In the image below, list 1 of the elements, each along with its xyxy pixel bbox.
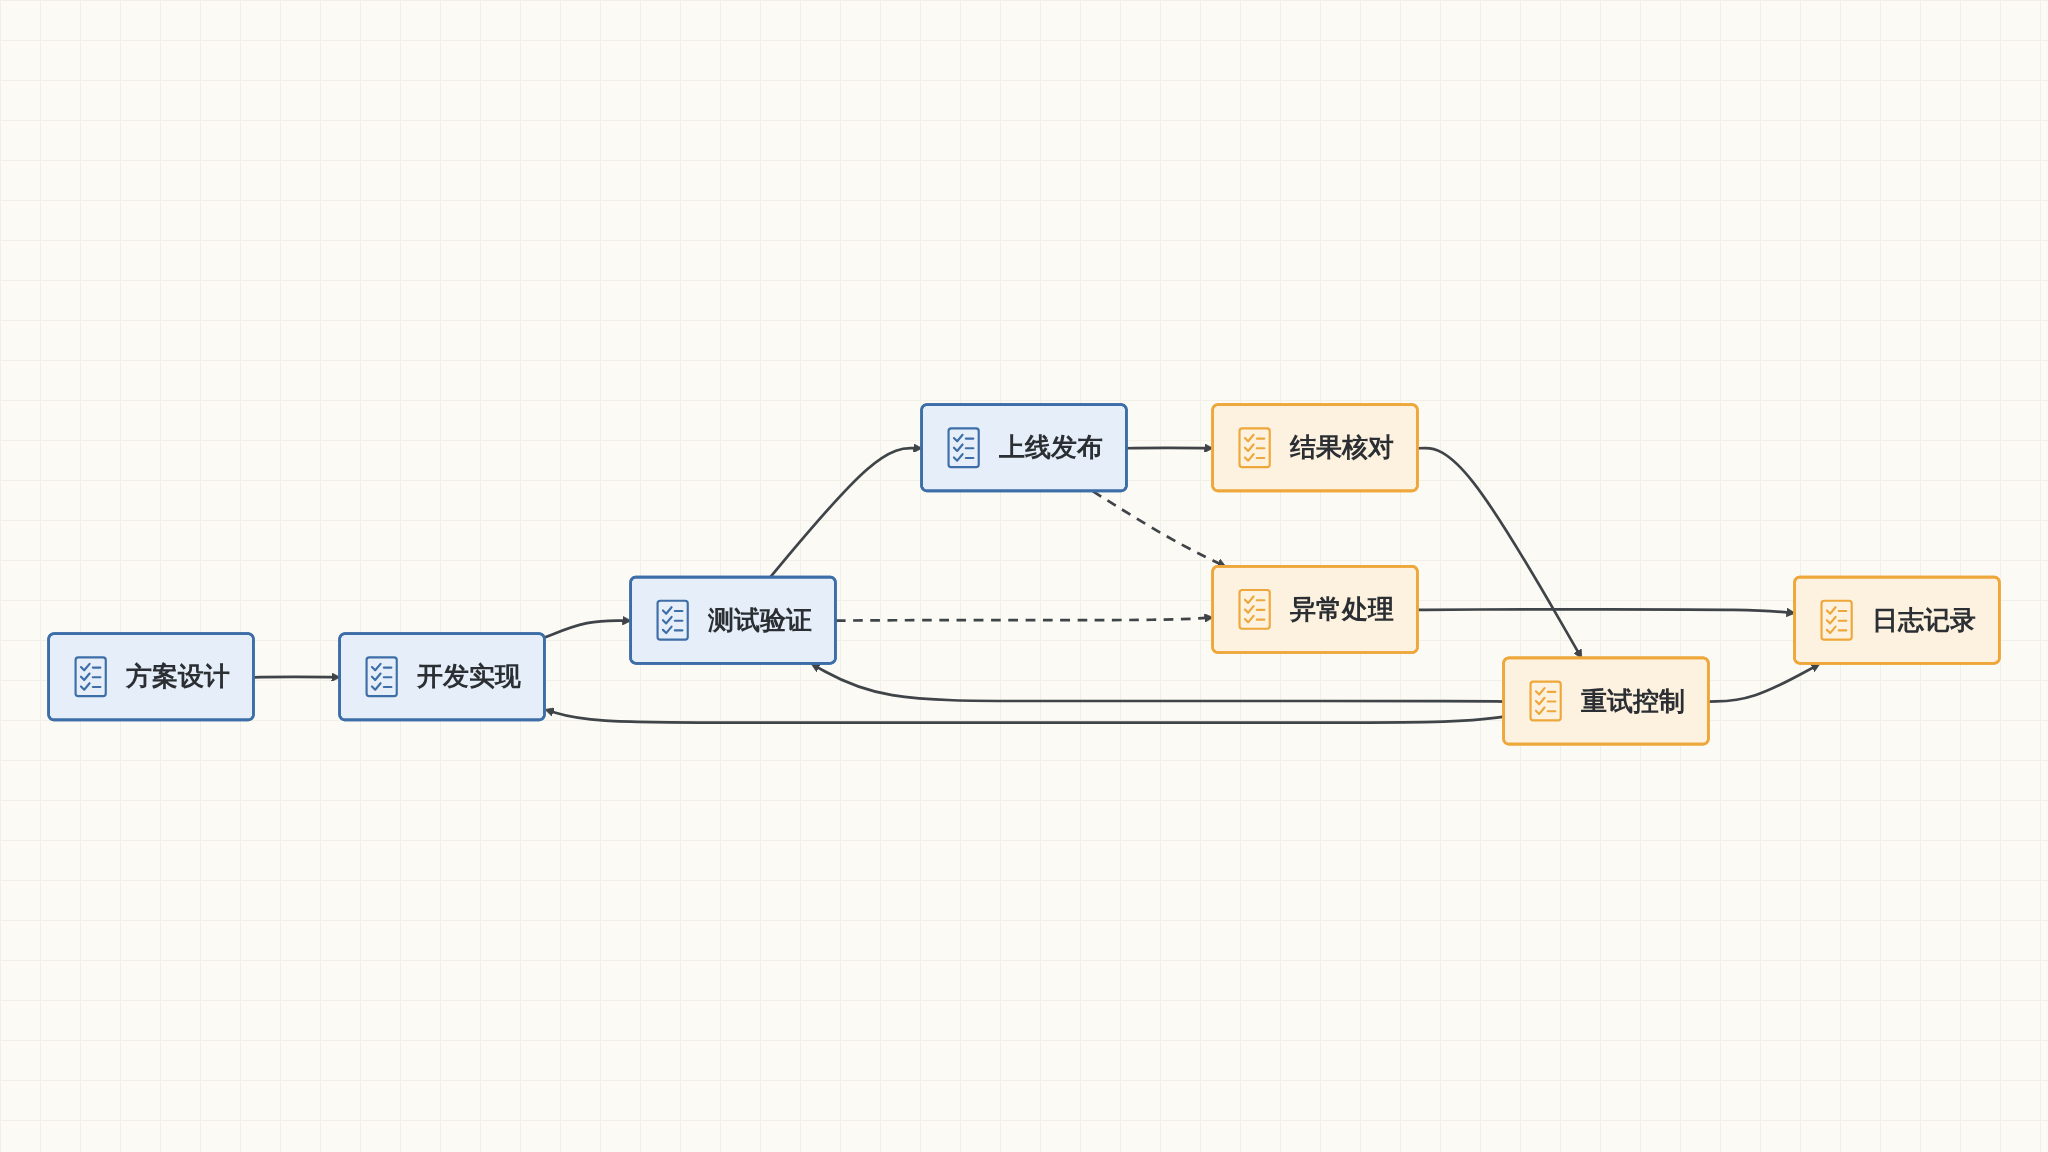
arrow <box>1708 663 1821 703</box>
